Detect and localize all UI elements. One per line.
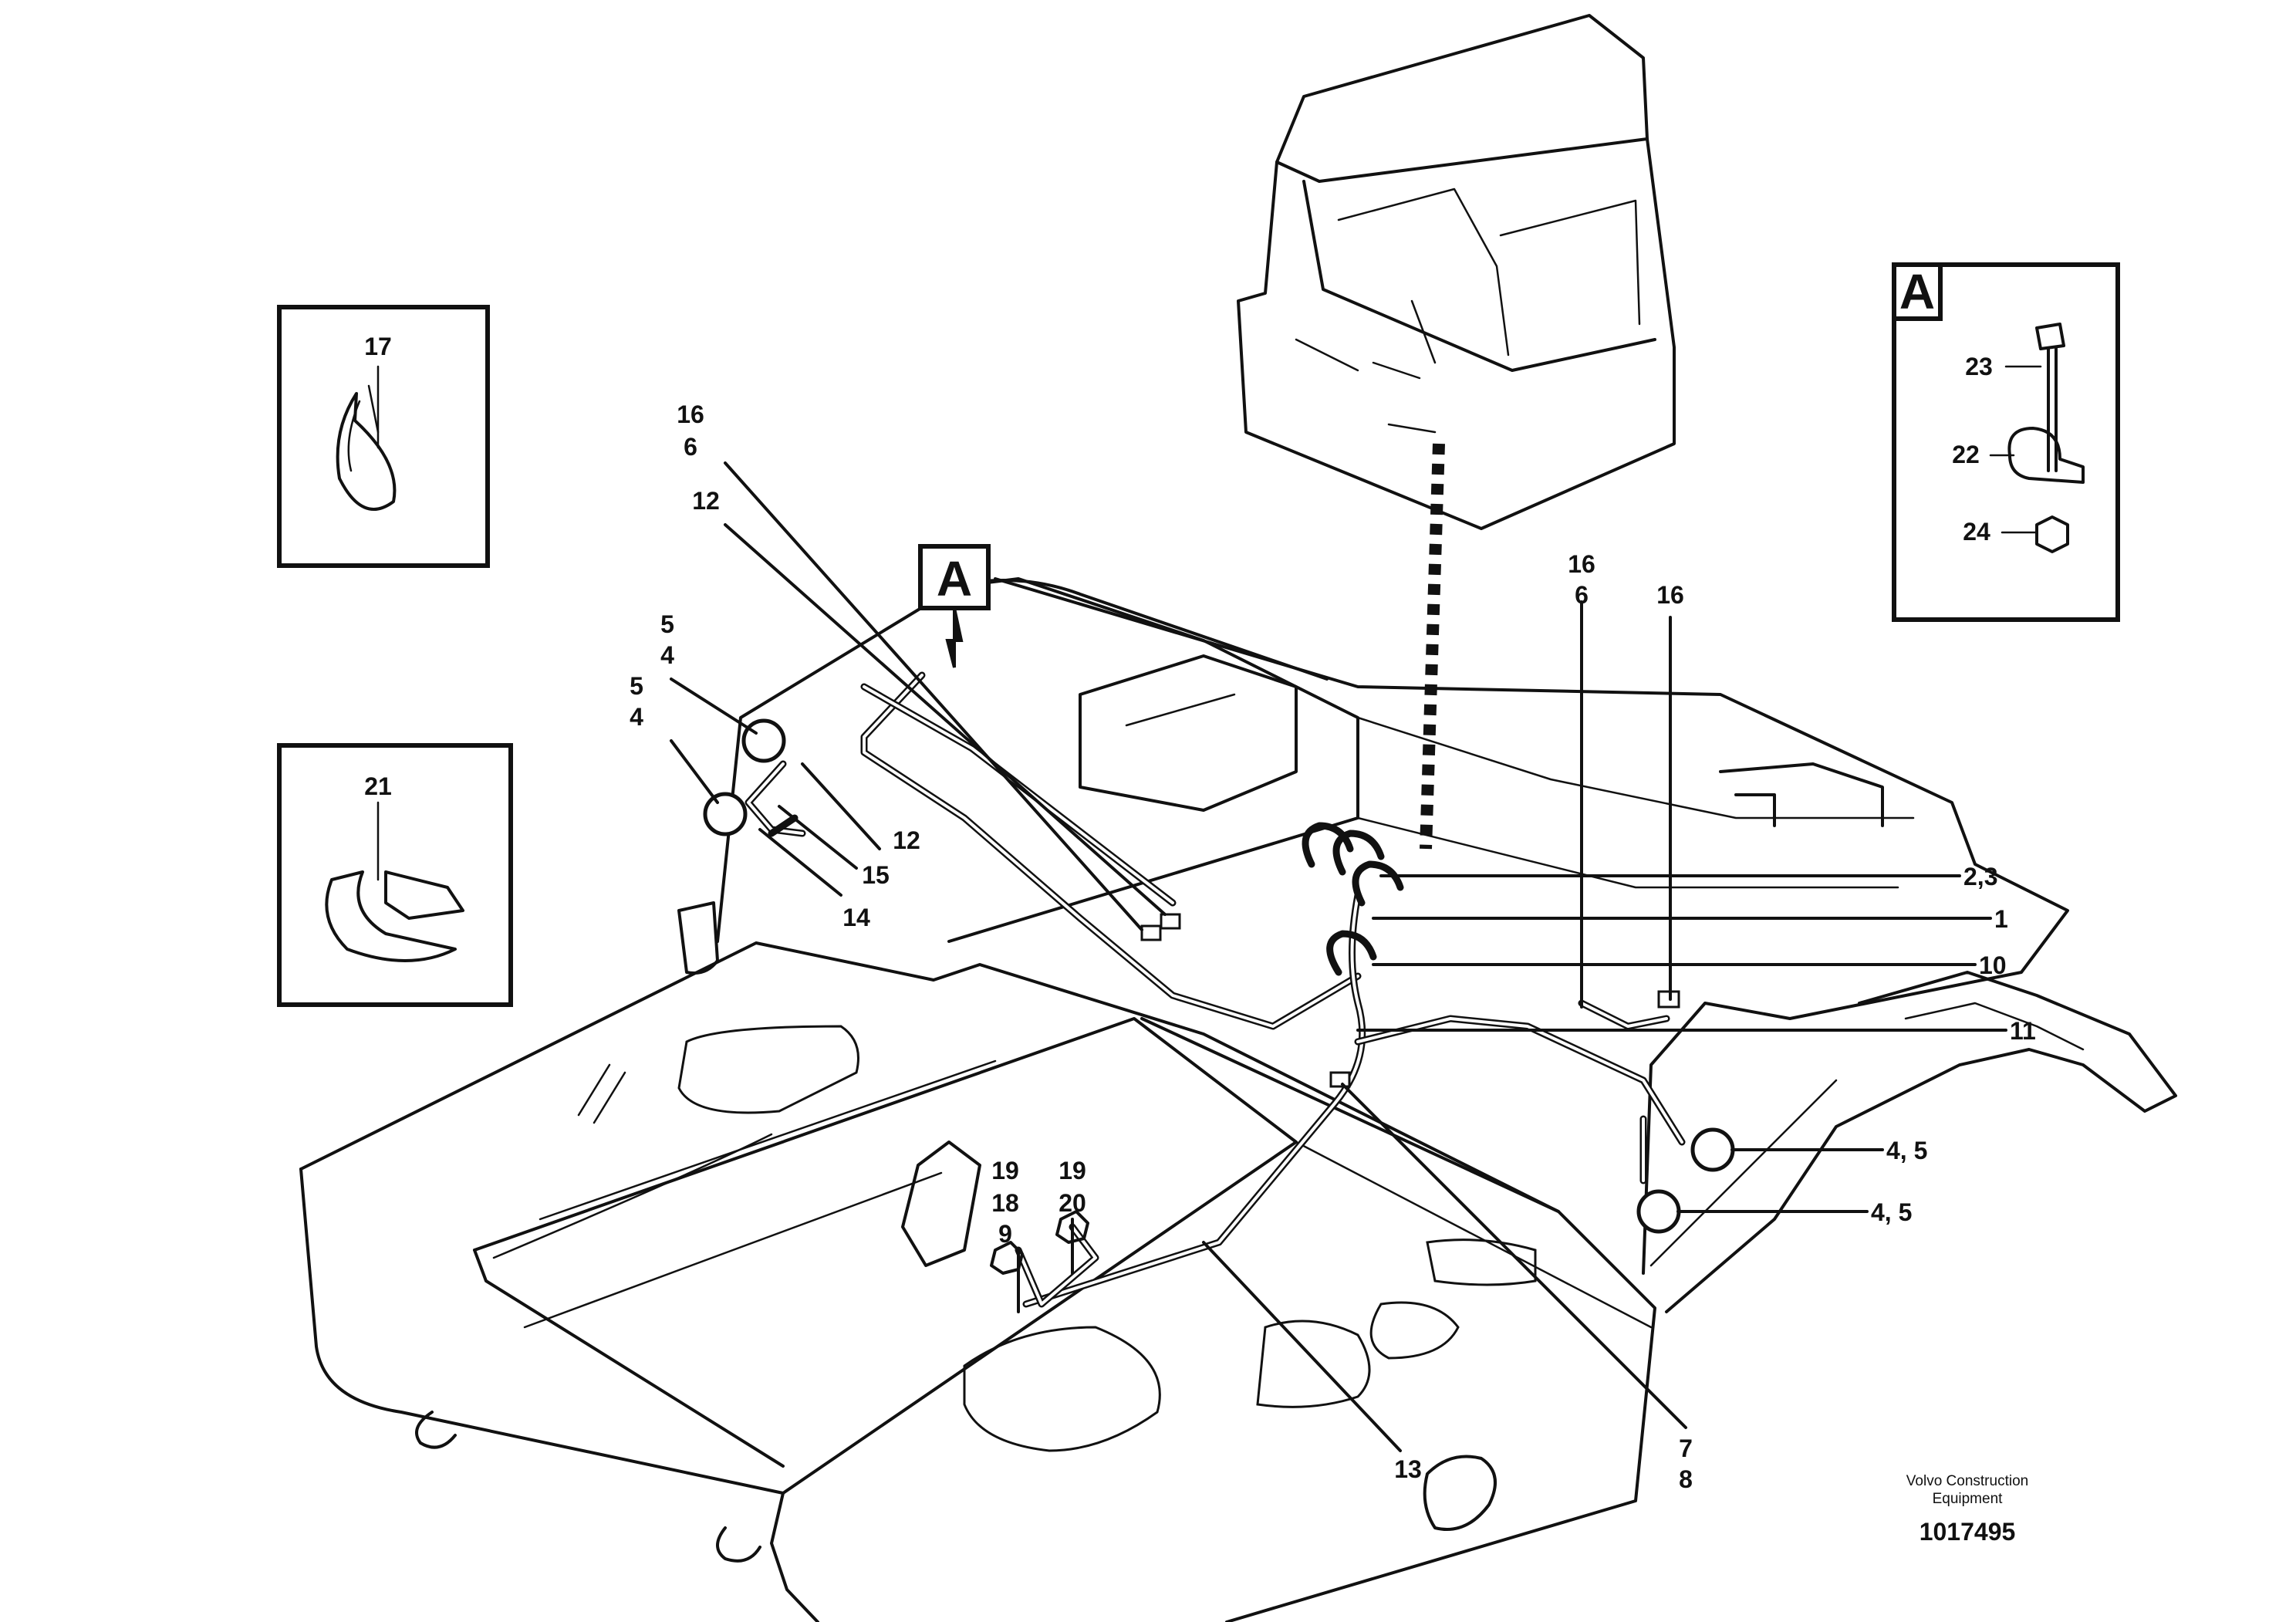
detail-box-17	[277, 305, 490, 568]
callout-5-lower: 5	[630, 672, 643, 700]
document-number: 1017495	[1920, 1518, 2016, 1546]
callout-5-upper: 5	[660, 610, 674, 638]
leader-lines	[670, 461, 2007, 1452]
detail-box-21	[277, 743, 513, 1007]
callouts: 17 21 16 6 12 5 4 5 4 12 15 14 A 16 6 16…	[364, 264, 2036, 1493]
callout-19-left: 19	[991, 1157, 1019, 1184]
callout-13: 13	[1394, 1455, 1422, 1483]
callout-8: 8	[1679, 1465, 1693, 1493]
callout-4-5-upper: 4, 5	[1886, 1137, 1927, 1164]
footer: Volvo Construction Equipment 1017495	[1906, 1473, 2028, 1546]
callout-11: 11	[2010, 1017, 2036, 1045]
callout-22: 22	[1952, 441, 1980, 468]
machine-frame	[299, 577, 2177, 1622]
callout-20: 20	[1059, 1189, 1086, 1217]
callout-14: 14	[842, 904, 870, 931]
callout-19-right: 19	[1059, 1157, 1086, 1184]
callout-7: 7	[1679, 1434, 1693, 1462]
callout-12-left: 12	[893, 826, 920, 854]
callout-16-top-right: 16	[1568, 550, 1595, 578]
detail-box-a	[1892, 262, 2120, 622]
callout-1: 1	[1994, 905, 2008, 933]
maker-line-2: Equipment	[1933, 1491, 2004, 1507]
callout-16-top-left: 16	[677, 400, 704, 428]
callout-17: 17	[364, 333, 392, 360]
callout-9: 9	[998, 1220, 1012, 1248]
callout-23: 23	[1965, 353, 1993, 380]
wire-harness	[703, 671, 1735, 1308]
detail-box-a-label: A	[1899, 264, 1935, 319]
callout-15: 15	[862, 861, 890, 889]
callout-24: 24	[1963, 518, 1990, 546]
section-marker-a-label: A	[937, 551, 972, 607]
cab	[1237, 14, 1676, 850]
callout-6-top-left: 6	[684, 433, 697, 461]
callout-18: 18	[991, 1189, 1019, 1217]
callout-2-3: 2,3	[1963, 863, 1997, 890]
callout-10: 10	[1979, 951, 2007, 979]
callout-4-lower: 4	[630, 703, 643, 731]
callout-21: 21	[364, 772, 392, 800]
callout-6-top-right: 6	[1575, 581, 1589, 609]
callout-4-upper: 4	[660, 641, 674, 669]
callout-16-right: 16	[1656, 581, 1684, 609]
maker-line-1: Volvo Construction	[1906, 1473, 2028, 1489]
callout-4-5-lower: 4, 5	[1871, 1198, 1912, 1226]
callout-12-top: 12	[692, 487, 720, 515]
section-marker-a	[918, 544, 991, 668]
